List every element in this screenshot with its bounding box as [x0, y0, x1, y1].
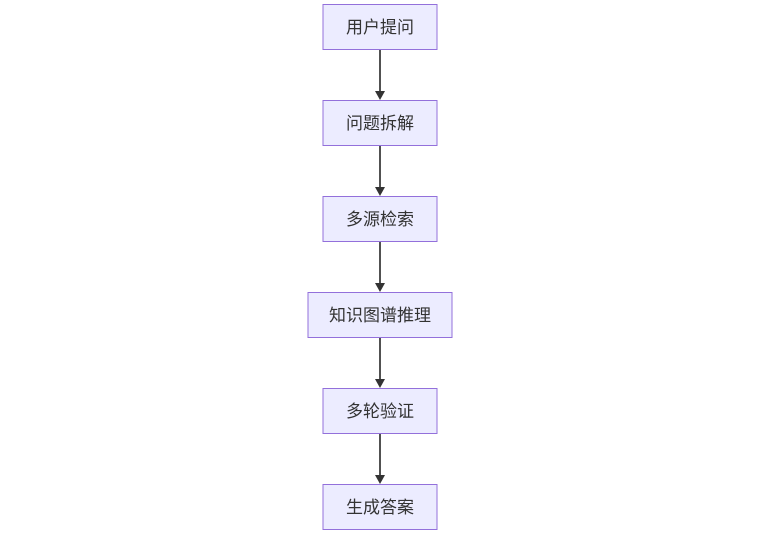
node-answer-generation-label: 生成答案: [346, 497, 414, 517]
node-user-question-label: 用户提问: [346, 17, 414, 37]
arrow-line: [379, 434, 381, 475]
node-user-question: 用户提问: [322, 4, 438, 50]
node-multi-round-verification: 多轮验证: [322, 388, 438, 434]
node-question-decomposition-label: 问题拆解: [346, 113, 414, 133]
node-multi-source-retrieval-label: 多源检索: [346, 209, 414, 229]
node-knowledge-graph-reasoning-label: 知识图谱推理: [329, 305, 431, 325]
arrowhead-down-icon: [375, 283, 385, 292]
arrowhead-down-icon: [375, 91, 385, 100]
node-question-decomposition: 问题拆解: [322, 100, 438, 146]
arrow-line: [379, 146, 381, 187]
arrow-line: [379, 50, 381, 91]
edge-arrow-2: [374, 146, 386, 196]
edge-arrow-3: [374, 242, 386, 292]
node-answer-generation: 生成答案: [322, 484, 438, 530]
edge-arrow-4: [374, 338, 386, 388]
edge-arrow-5: [374, 434, 386, 484]
node-multi-source-retrieval: 多源检索: [322, 196, 438, 242]
arrowhead-down-icon: [375, 187, 385, 196]
node-knowledge-graph-reasoning: 知识图谱推理: [307, 292, 453, 338]
edge-arrow-1: [374, 50, 386, 100]
arrowhead-down-icon: [375, 475, 385, 484]
arrow-line: [379, 338, 381, 379]
arrow-line: [379, 242, 381, 283]
node-multi-round-verification-label: 多轮验证: [346, 401, 414, 421]
arrowhead-down-icon: [375, 379, 385, 388]
